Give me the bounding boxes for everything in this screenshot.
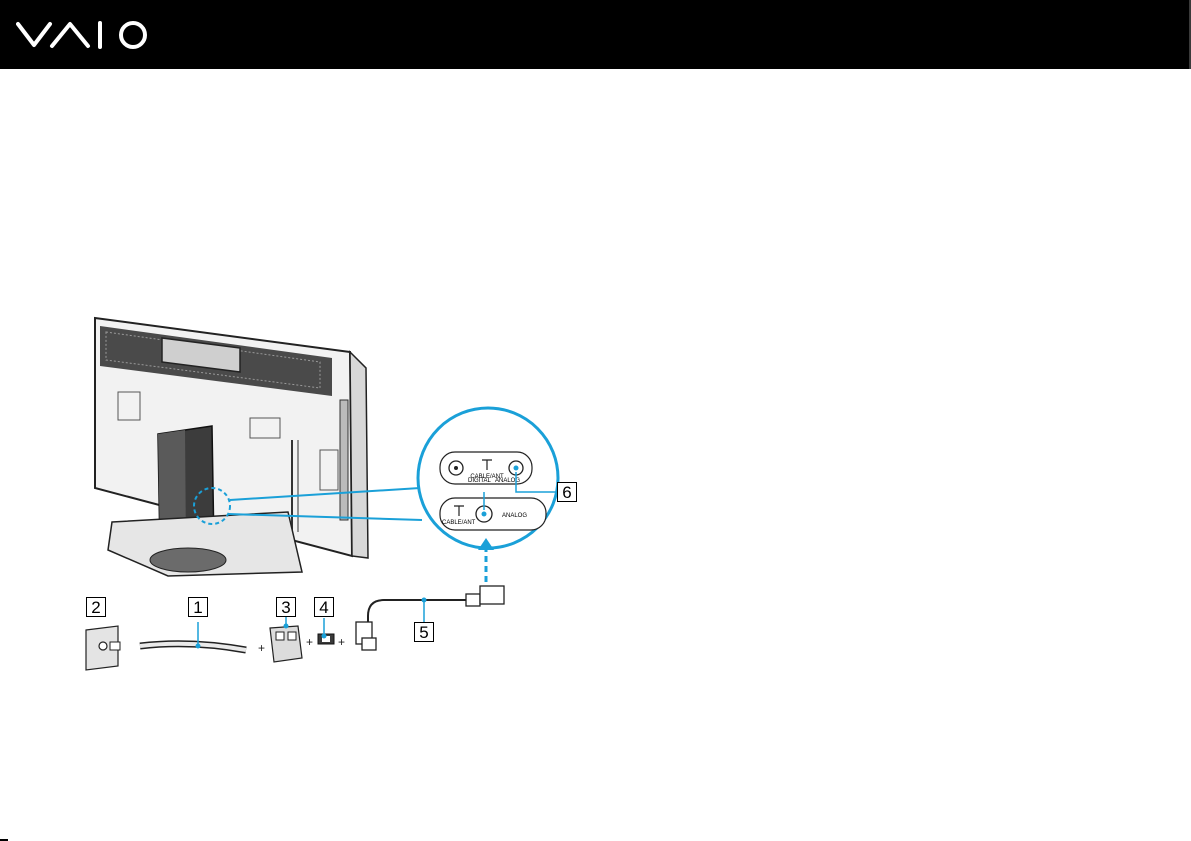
svg-text:+: +: [258, 641, 265, 655]
callout-3: 3: [276, 597, 296, 617]
callout-5: 5: [414, 622, 434, 642]
callout-4: 4: [314, 597, 334, 617]
svg-text:+: +: [338, 635, 345, 649]
callout-6: 6: [557, 482, 577, 502]
page-header: [0, 0, 1191, 69]
figure-drawing: CABLE/ANT DIGITAL ANALOG CABLE/ANT ANALO…: [70, 300, 610, 690]
bottom-cable-ant-label: CABLE/ANT: [442, 520, 476, 526]
callout-1: 1: [188, 597, 208, 617]
tv-connection-figure: CABLE/ANT DIGITAL ANALOG CABLE/ANT ANALO…: [70, 300, 610, 690]
callout-2: 2: [86, 597, 106, 617]
bottom-analog-label: ANALOG: [502, 513, 527, 519]
top-digital-label: DIGITAL: [468, 478, 492, 484]
svg-text:+: +: [306, 635, 313, 649]
vaio-logo: [16, 20, 152, 50]
